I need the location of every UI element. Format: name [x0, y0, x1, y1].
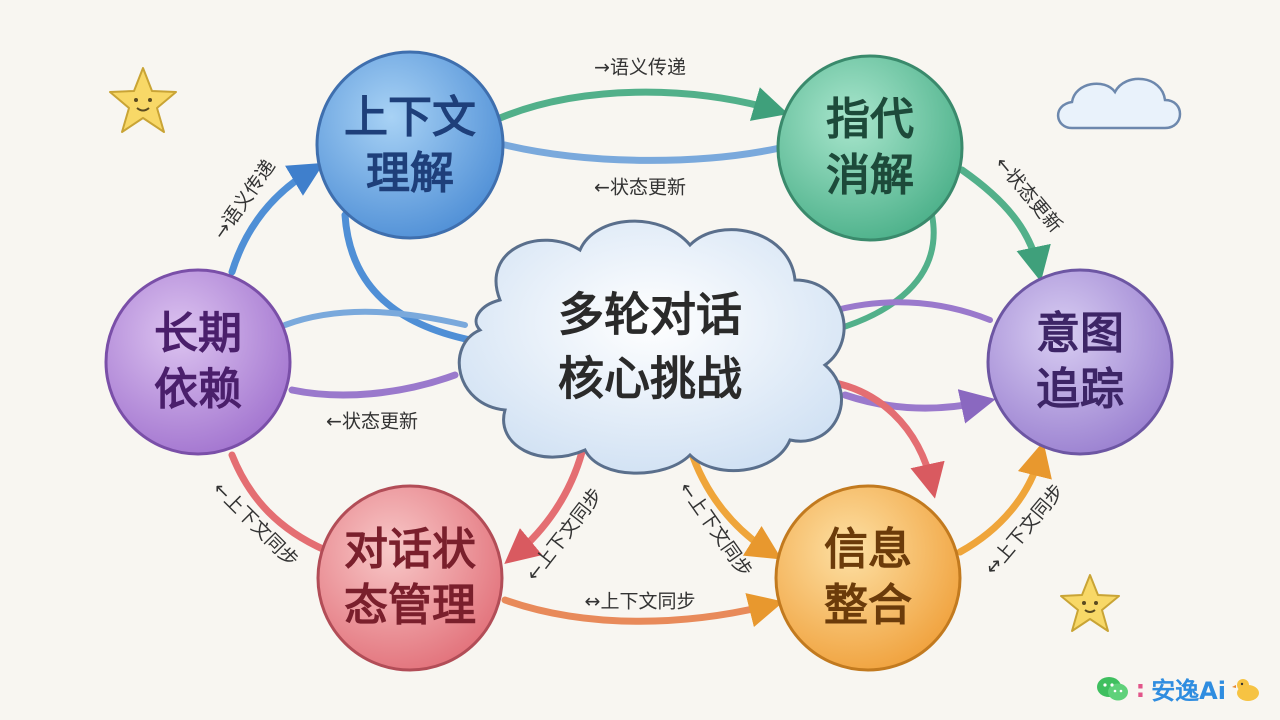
node-coref: 指代 消解 [776, 54, 964, 242]
node-context: 上下文 理解 [315, 50, 505, 240]
wechat-icon [1096, 676, 1128, 700]
duck-icon [1232, 678, 1259, 701]
edge-center-intent-purple [817, 299, 993, 323]
node-state-line2: 态管理 [344, 580, 476, 631]
edge-center-state [504, 448, 586, 564]
edge-label-coref-context: ←状态更新 [594, 177, 686, 199]
node-context-line1: 上下文 [344, 92, 476, 143]
edge-longterm-center-upper [282, 308, 468, 328]
center-cloud: 多轮对话 核心挑战 [457, 219, 846, 475]
edge-center-longterm-lower [288, 371, 459, 399]
node-coref-line2: 消解 [826, 150, 914, 201]
edge-context-center [341, 211, 474, 344]
edge-coref-context [501, 141, 784, 164]
edge-longterm-state [228, 451, 329, 554]
watermark-colon: : [1135, 674, 1146, 703]
star-icon [109, 67, 177, 133]
edge-label-center-longterm: ←状态更新 [326, 411, 418, 433]
edge-info-intent [956, 441, 1052, 556]
node-context-line2: 理解 [366, 148, 454, 199]
center-title-line2: 核心挑战 [558, 352, 742, 406]
node-intent: 意图 追踪 [986, 268, 1174, 456]
edge-label-coref-intent: ←状态更新 [990, 152, 1066, 237]
edge-label-state-info: ↔上下文同步 [585, 591, 696, 613]
node-coref-line1: 指代 [826, 94, 914, 145]
node-intent-line1: 意图 [1036, 308, 1124, 359]
center-title-line1: 多轮对话 [558, 288, 742, 342]
node-intent-line2: 追踪 [1036, 364, 1124, 415]
node-longterm-line1: 长期 [154, 308, 242, 359]
cloud-shape [457, 219, 846, 475]
edge-center-info [686, 444, 782, 560]
node-state: 对话状 态管理 [316, 484, 504, 672]
edge-center-intent-purple2 [841, 389, 996, 424]
edge-context-coref [496, 87, 789, 122]
node-longterm: 长期 依赖 [104, 268, 292, 456]
node-info-line1: 信息 [824, 524, 912, 575]
watermark-brand: 安逸Ai [1151, 677, 1226, 705]
edge-longterm-context [228, 162, 325, 276]
node-state-line1: 对话状 [344, 524, 477, 575]
watermark: : 安逸Ai [1096, 671, 1262, 706]
edge-label-context-coref: →语义传递 [594, 57, 686, 79]
star-icon-bottom [1060, 574, 1120, 632]
node-info-line2: 整合 [824, 580, 912, 631]
cloud-icon [1056, 77, 1182, 130]
edge-state-info [501, 593, 784, 628]
node-longterm-line2: 依赖 [154, 364, 242, 415]
edge-coref-intent [958, 166, 1051, 282]
node-info: 信息 整合 [774, 484, 962, 672]
